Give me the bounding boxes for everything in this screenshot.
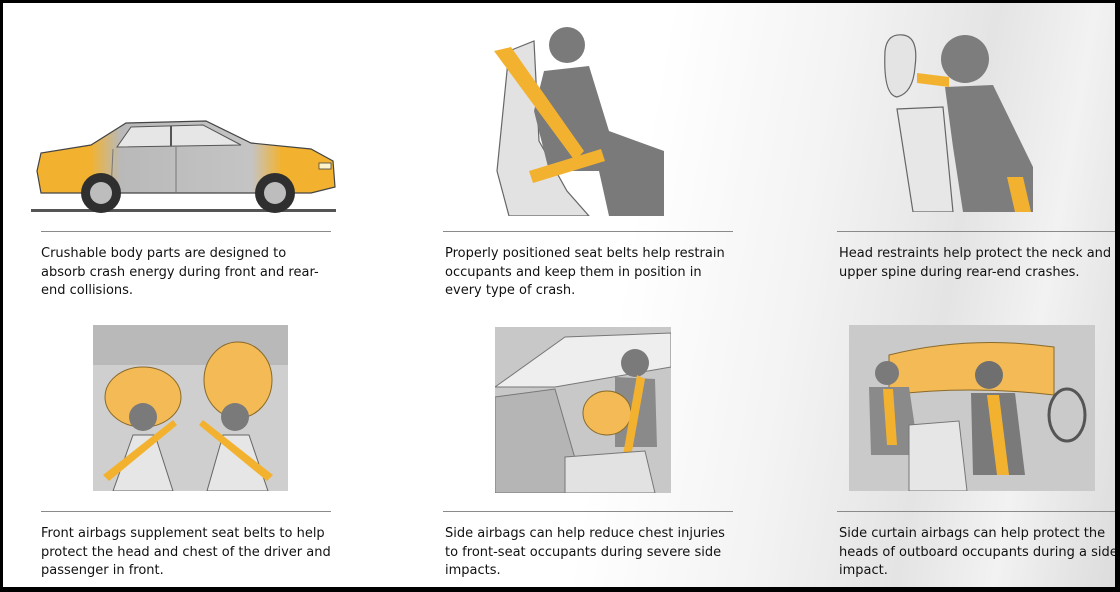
- caption-side-airbags: Side airbags can help reduce chest injur…: [445, 526, 725, 578]
- divider: [41, 231, 331, 232]
- divider: [837, 231, 1115, 232]
- divider: [443, 511, 733, 512]
- side-airbag-illustration: [495, 327, 671, 493]
- caption-front-airbags: Front airbags supplement seat belts to h…: [41, 526, 331, 578]
- divider: [41, 511, 331, 512]
- seatbelt-occupant-illustration: [489, 21, 669, 216]
- safety-features-diagram: Crushable body parts are designed to abs…: [3, 3, 1115, 587]
- front-airbags-illustration: [93, 325, 288, 491]
- head-restraint-illustration: [883, 27, 1043, 212]
- caption-crumple-zones: Crushable body parts are designed to abs…: [41, 246, 319, 298]
- caption-head-restraints: Head restraints help protect the neck an…: [839, 246, 1112, 280]
- caption-seat-belts: Properly positioned seat belts help rest…: [445, 246, 725, 298]
- curtain-airbag-illustration: [849, 325, 1095, 491]
- caption-curtain-airbags: Side curtain airbags can help protect th…: [839, 526, 1115, 578]
- divider: [837, 511, 1115, 512]
- car-crumple-zone-illustration: [31, 113, 341, 223]
- divider: [443, 231, 733, 232]
